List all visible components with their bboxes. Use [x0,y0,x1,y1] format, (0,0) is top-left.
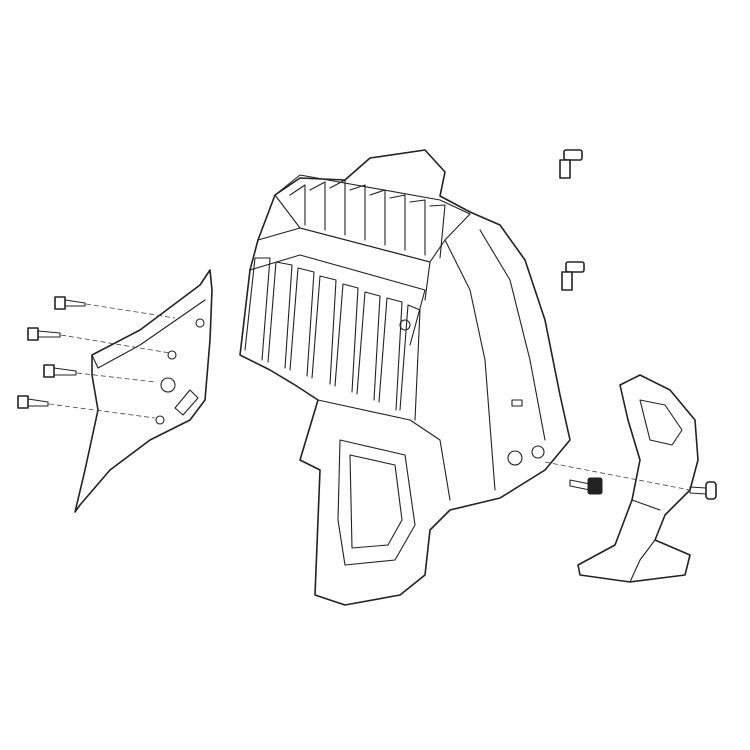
handle-recess [337,439,416,566]
left-screws [17,296,176,419]
screw-4 [17,395,156,419]
top-cooling-fins [289,179,446,259]
side-bracket [577,374,699,583]
front-cooling-fins [244,257,421,421]
screw-2 [27,327,171,354]
screw-3 [43,364,156,383]
pan-screw [689,481,717,500]
guard-plate [74,269,213,513]
screw-1 [54,296,176,319]
socket-screw [569,477,603,495]
bracket-screws [544,461,717,500]
main-housing [239,149,571,606]
screw-5 [559,149,583,179]
screw-6 [561,261,585,291]
top-right-screws [559,149,585,291]
